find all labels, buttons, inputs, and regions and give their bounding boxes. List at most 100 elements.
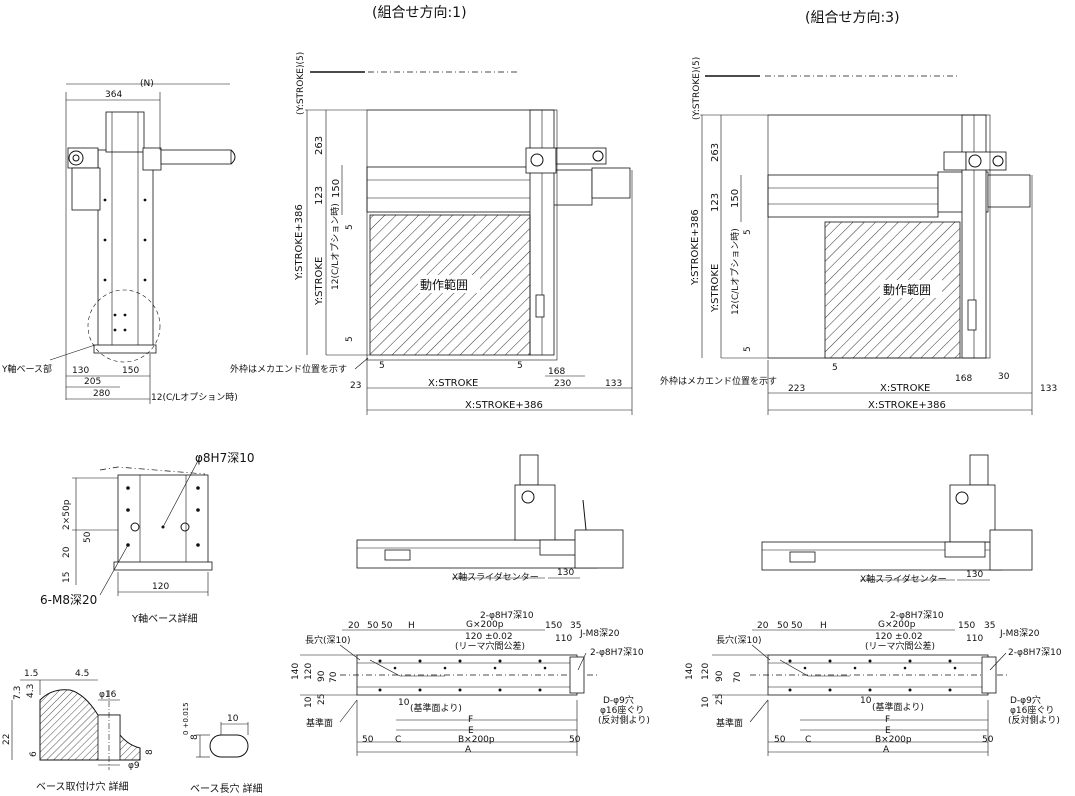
xb1-d50a: 50 (367, 621, 379, 631)
xb3-d140: 140 (685, 663, 695, 680)
xb1-ream: (リーマ穴間公差) (455, 640, 525, 652)
xb3-d150: 150 (958, 621, 975, 631)
x-stroke-3: X:STROKE (880, 383, 930, 394)
xb1-pin-side: 2-φ8H7深10 (590, 647, 644, 658)
xb1-dA: A (465, 745, 472, 755)
dim-120-h: 120 (152, 582, 169, 592)
dim-123-3: 123 (710, 193, 721, 212)
dim-364: 364 (105, 90, 122, 100)
xb3-d120: 120 (701, 663, 711, 680)
y-base-detail-title: Y軸ベース詳細 (131, 612, 198, 625)
xb1-ref-face: 基準面 (306, 717, 333, 729)
xb1-opposite: (反対側より) (598, 714, 650, 726)
xb1-d50b: 50 (381, 621, 393, 631)
xb1-d10: 10 (304, 696, 314, 708)
dim-133-3: 133 (1040, 384, 1057, 394)
y-stroke-5-label-3: (Y:STROKE)(5) (692, 57, 702, 120)
dim-263-3: 263 (710, 143, 721, 162)
xb1-ref-from: (基準面より) (410, 702, 462, 714)
x-stroke-386-3: X:STROKE+386 (868, 400, 946, 411)
dim-n: (N) (140, 79, 154, 89)
xb1-d20: 20 (348, 621, 360, 631)
xb1-slot: 長穴(深10) (305, 634, 350, 646)
dim-5d: 5 (517, 361, 523, 371)
dim-12-cl: 12(C/Lオプション時) (151, 392, 238, 403)
dim-5b: 5 (345, 336, 355, 342)
dim-150-3: 150 (730, 189, 741, 208)
header-direction-1: (組合せ方向:1) (372, 5, 467, 21)
dim-1-5: 1.5 (24, 669, 38, 679)
xb1-d140: 140 (291, 663, 301, 680)
dim-50-v: 50 (83, 531, 93, 543)
xb1-d120tol: 120 ±0.02 (465, 632, 513, 642)
xb3-dH: H (820, 621, 827, 631)
xb3-d10b: 10 (860, 696, 872, 706)
mount-hole-title: ベース取付け穴 詳細 (36, 780, 129, 793)
dim-8: 8 (145, 749, 155, 755)
xb1-d35: 35 (570, 621, 581, 631)
xb3-ref-face: 基準面 (716, 717, 743, 729)
dim-168-3: 168 (955, 374, 972, 384)
y-stroke-5-label: (Y:STROKE)(5) (296, 52, 306, 115)
dim-23: 23 (350, 381, 361, 391)
dim-280: 280 (93, 389, 110, 399)
dim-168: 168 (548, 367, 565, 377)
pitch-2x50p: 2×50p (62, 499, 72, 530)
xb3-d110: 110 (966, 634, 983, 644)
xb1-d70: 70 (329, 671, 339, 683)
slot-tol: 0 +0.015 (182, 702, 190, 735)
cl-option-v-3: 12(C/Lオプション時) (730, 228, 741, 315)
xb1-b200: B×200p (458, 735, 495, 745)
dim-30: 30 (998, 372, 1010, 382)
front-view-3: X軸スライダセンター 130 (761, 454, 1033, 585)
dim-6: 6 (29, 751, 39, 757)
column-holes (103, 198, 147, 332)
xb3-d20: 20 (757, 621, 769, 631)
y-stroke-3: Y:STROKE (710, 264, 721, 313)
xb3-b200: B×200p (875, 735, 912, 745)
frame-note-1: 外枠はメカエンド位置を示す (230, 363, 347, 375)
dim-phi16: φ16 (99, 690, 117, 700)
y-base-detail: φ8H7深10 2×50p 50 20 15 120 6-M8深20 Y軸ベース… (40, 451, 254, 625)
slot-detail: 10 8 0 +0.015 ベース長穴 詳細 (182, 702, 263, 795)
dim-150: 150 (331, 179, 342, 198)
top-view-1: (Y:STROKE)(5) 263 123 150 5 Y:STROKE+386… (230, 52, 633, 415)
dim-263: 263 (314, 136, 325, 155)
xb3-dA: A (883, 745, 890, 755)
xb1-d50d: 50 (569, 735, 581, 745)
slot-dim-8: 8 (190, 734, 200, 740)
frame-note-3: 外枠はメカエンド位置を示す (660, 375, 777, 387)
xb1-pin-top: 2-φ8H7深10 (480, 610, 534, 621)
dim-5c: 5 (379, 361, 385, 371)
dim-223: 223 (788, 384, 805, 394)
dim-133: 133 (605, 379, 622, 389)
xb3-d70: 70 (733, 671, 743, 683)
xb3-dC: C (805, 735, 811, 745)
xb3-jtap: J-M8深20 (999, 628, 1040, 639)
xb1-dE: E (468, 726, 474, 736)
header-direction-3: (組合せ方向:3) (805, 10, 900, 26)
cl-option-v: 12(C/Lオプション時) (330, 203, 341, 290)
xb1-d50c: 50 (362, 735, 374, 745)
slider-dim-130-1: 130 (557, 568, 574, 578)
dim-phi9: φ9 (128, 761, 140, 771)
xb3-g200: G×200p (878, 620, 916, 630)
xb1-dC: C (395, 735, 401, 745)
xb3-ream: (リーマ穴間公差) (865, 640, 935, 652)
dim-20-v: 20 (62, 546, 72, 558)
xb3-d50c: 50 (774, 735, 786, 745)
xb1-dF: F (468, 715, 473, 725)
base-holes-1 (378, 659, 547, 692)
xb1-d150: 150 (545, 621, 562, 631)
base-holes-3 (788, 659, 957, 692)
dim-7-3: 7.3 (13, 686, 23, 700)
xb3-d90: 90 (715, 670, 725, 682)
dim-230: 230 (554, 379, 571, 389)
xb3-dE: E (885, 726, 891, 736)
xb1-d90: 90 (317, 670, 327, 682)
xb3-d50b: 50 (791, 621, 803, 631)
xb1-dhole: D-φ9穴 (603, 694, 634, 706)
xb1-dH: H (408, 621, 415, 631)
xb3-d120tol: 120 ±0.02 (875, 632, 923, 642)
